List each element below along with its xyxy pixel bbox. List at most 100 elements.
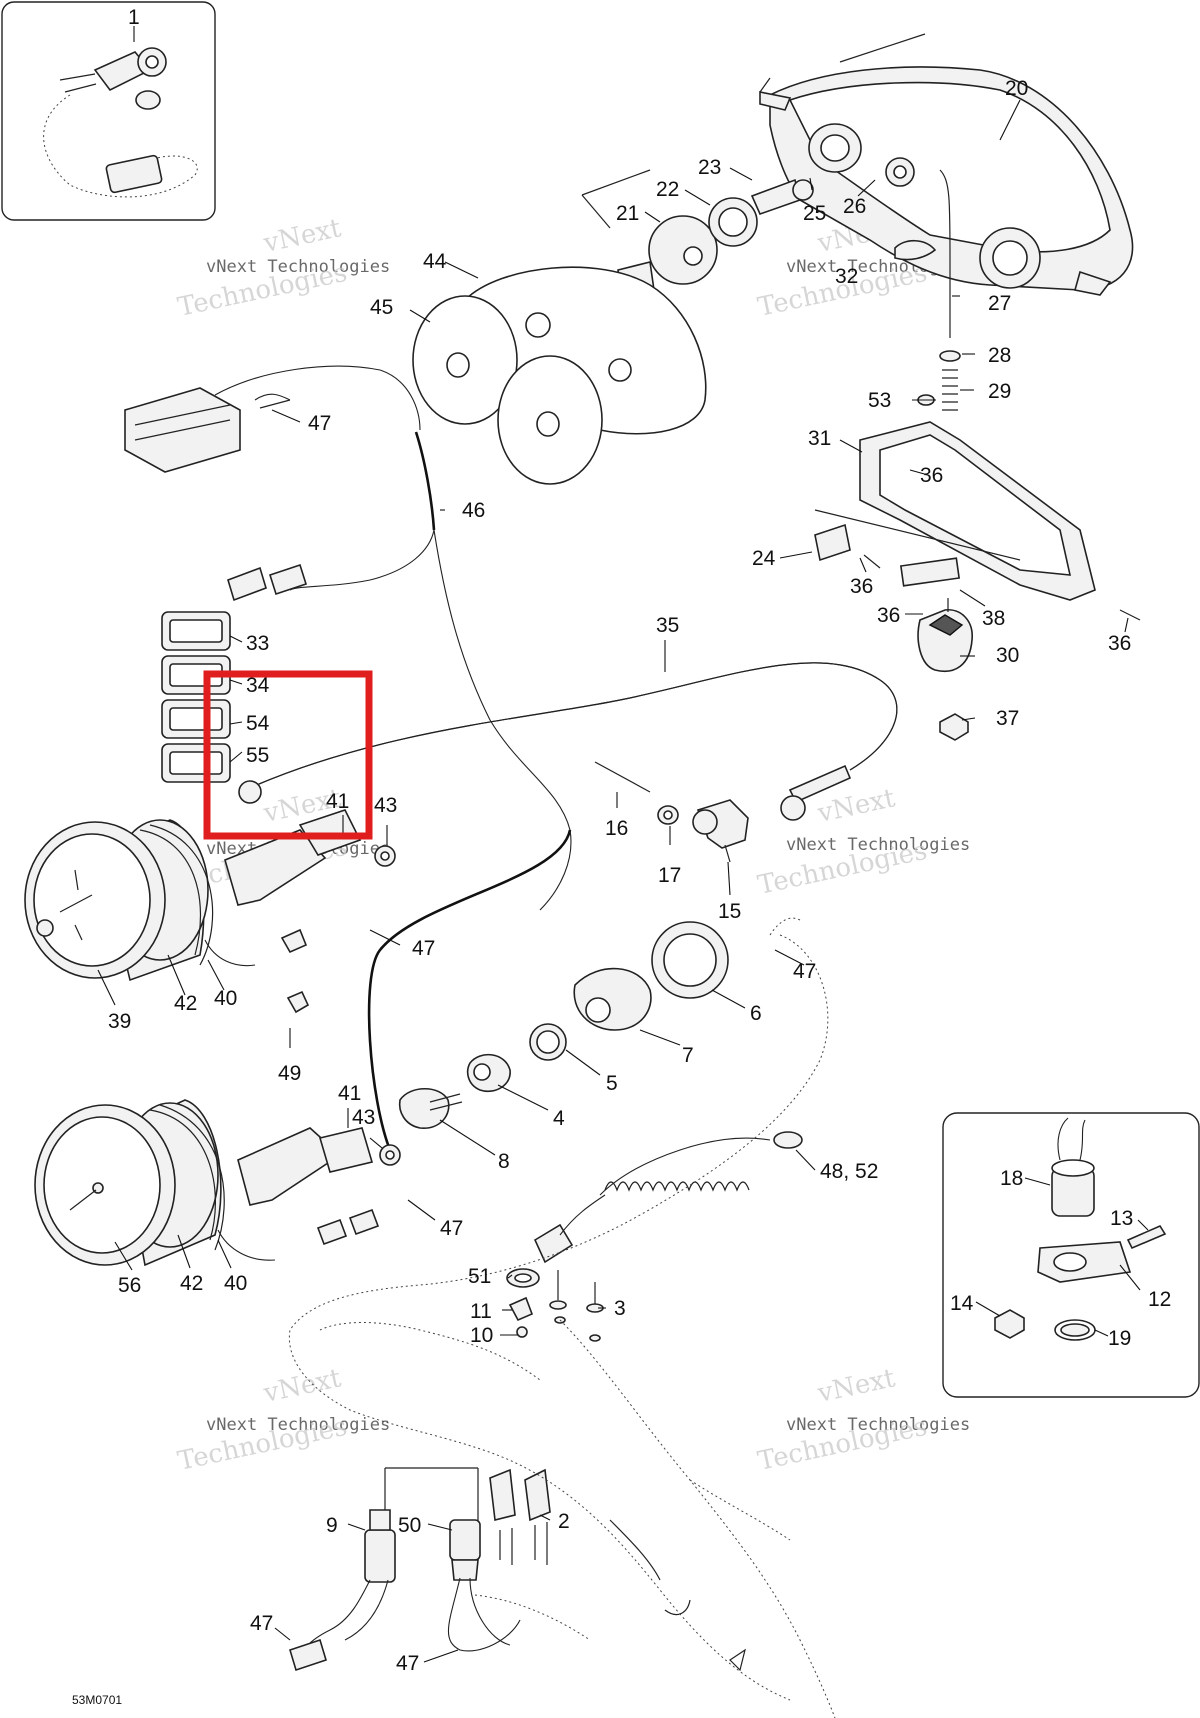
callout-15: 15 xyxy=(718,900,741,923)
callout-27: 27 xyxy=(988,292,1011,315)
svg-text:vNext: vNext xyxy=(814,783,898,829)
callout-46: 46 xyxy=(462,499,485,522)
callout-4: 4 xyxy=(553,1107,565,1130)
callout-38: 38 xyxy=(982,607,1005,630)
svg-text:vNext Technologies: vNext Technologies xyxy=(206,257,390,277)
callout-22: 22 xyxy=(656,178,679,201)
callout-31: 31 xyxy=(808,427,831,450)
highlight-box xyxy=(203,670,373,840)
callout-37: 37 xyxy=(996,707,1019,730)
callout-32: 32 xyxy=(835,265,858,288)
svg-text:vNext: vNext xyxy=(814,1363,898,1409)
callout-13: 13 xyxy=(1110,1207,1133,1230)
callout-44: 44 xyxy=(423,250,447,273)
safety-lanyard-drawing xyxy=(533,1131,803,1264)
callout-45: 45 xyxy=(370,296,393,319)
callout-33: 33 xyxy=(246,632,269,655)
lower-switches-drawing xyxy=(289,1467,551,1672)
callout-9: 9 xyxy=(326,1514,338,1537)
callout-47-b: 47 xyxy=(793,960,816,983)
callout-53: 53 xyxy=(868,389,891,412)
callout-47-e: 47 xyxy=(250,1612,273,1635)
callout-25: 25 xyxy=(803,202,826,225)
svg-text:vNext: vNext xyxy=(260,213,344,259)
callout-34: 34 xyxy=(246,674,270,697)
callout-28: 28 xyxy=(988,344,1011,367)
callout-6: 6 xyxy=(750,1002,762,1025)
speedometer-cable-drawing xyxy=(238,662,898,821)
callout-20: 20 xyxy=(1005,77,1028,100)
svg-text:vNext Technologies: vNext Technologies xyxy=(786,835,970,855)
switch-stack-drawing xyxy=(161,611,231,783)
leader-lines xyxy=(97,26,1149,1663)
callout-10: 10 xyxy=(470,1324,493,1347)
callout-14: 14 xyxy=(950,1292,974,1315)
callout-29: 29 xyxy=(988,380,1011,403)
callout-48-52: 48, 52 xyxy=(820,1160,878,1183)
callout-21: 21 xyxy=(616,202,639,225)
callout-47-f: 47 xyxy=(396,1652,419,1675)
mounting-bracket-drawing xyxy=(814,421,1141,621)
switch-inset-drawing xyxy=(994,1117,1167,1341)
callout-54: 54 xyxy=(246,712,270,735)
callout-43-a: 43 xyxy=(374,794,397,817)
small-hardware-drawing xyxy=(506,1268,604,1342)
wiring-harness-drawing xyxy=(124,365,572,1151)
headlight-housing-drawing xyxy=(759,33,1134,296)
callout-26: 26 xyxy=(843,195,866,218)
inset-frame-key xyxy=(1,1,216,221)
callout-7: 7 xyxy=(682,1044,694,1067)
callout-8: 8 xyxy=(498,1150,510,1173)
callout-labels: 1 20 23 22 21 25 26 44 32 27 45 28 47 53… xyxy=(108,6,1171,1675)
callout-40-b: 40 xyxy=(224,1272,247,1295)
callout-36-a: 36 xyxy=(920,464,943,487)
callout-49: 49 xyxy=(278,1062,301,1085)
callout-24: 24 xyxy=(752,547,776,570)
callout-47-c: 47 xyxy=(412,937,435,960)
callout-5: 5 xyxy=(606,1072,618,1095)
callout-3: 3 xyxy=(614,1297,626,1320)
callout-43-b: 43 xyxy=(352,1106,375,1129)
callout-11: 11 xyxy=(470,1300,492,1323)
svg-text:vNext: vNext xyxy=(260,1363,344,1409)
callout-42-a: 42 xyxy=(174,992,197,1015)
watermark-bottom-right: vNext vNext Technologies Technologies xyxy=(755,1363,970,1477)
key-assembly-drawing xyxy=(43,47,198,198)
callout-47-d: 47 xyxy=(440,1217,463,1240)
callout-42-b: 42 xyxy=(180,1272,203,1295)
callout-12: 12 xyxy=(1148,1288,1171,1311)
callout-36-c: 36 xyxy=(877,604,900,627)
callout-19: 19 xyxy=(1108,1327,1131,1350)
callout-55: 55 xyxy=(246,744,269,767)
callout-56: 56 xyxy=(118,1274,141,1297)
watermark-top-left: vNext vNext Technologies Technologies xyxy=(175,213,390,323)
callout-36-d: 36 xyxy=(1108,632,1131,655)
callout-23: 23 xyxy=(698,156,721,179)
gauge-lower-drawing xyxy=(34,1099,401,1267)
lens-plates-drawing xyxy=(412,266,707,485)
callout-18: 18 xyxy=(1000,1167,1023,1190)
callout-51: 51 xyxy=(468,1265,491,1288)
document-code: 53M0701 xyxy=(72,1693,122,1707)
callout-41-a: 41 xyxy=(326,790,349,813)
callout-47-a: 47 xyxy=(308,412,331,435)
callout-17: 17 xyxy=(658,864,681,887)
callout-2: 2 xyxy=(558,1510,570,1533)
ignition-switch-drawing xyxy=(398,921,729,1129)
callout-35: 35 xyxy=(656,614,679,637)
callout-41-b: 41 xyxy=(338,1082,361,1105)
svg-text:vNext Technologies: vNext Technologies xyxy=(786,1415,970,1435)
callout-16: 16 xyxy=(605,817,628,840)
inset-frame-switch xyxy=(942,1112,1200,1398)
watermark-bottom-left: vNext vNext Technologies Technologies xyxy=(175,1363,390,1477)
handlebar-outline-drawing xyxy=(288,917,836,1718)
gauge-upper-drawing xyxy=(24,809,396,1014)
callout-50: 50 xyxy=(398,1514,421,1537)
callout-39: 39 xyxy=(108,1010,131,1033)
callout-30: 30 xyxy=(996,644,1019,667)
callout-36-b: 36 xyxy=(850,575,873,598)
svg-text:vNext Technologies: vNext Technologies xyxy=(206,1415,390,1435)
callout-40-a: 40 xyxy=(214,987,237,1010)
adjust-knob-drawing xyxy=(917,598,973,741)
